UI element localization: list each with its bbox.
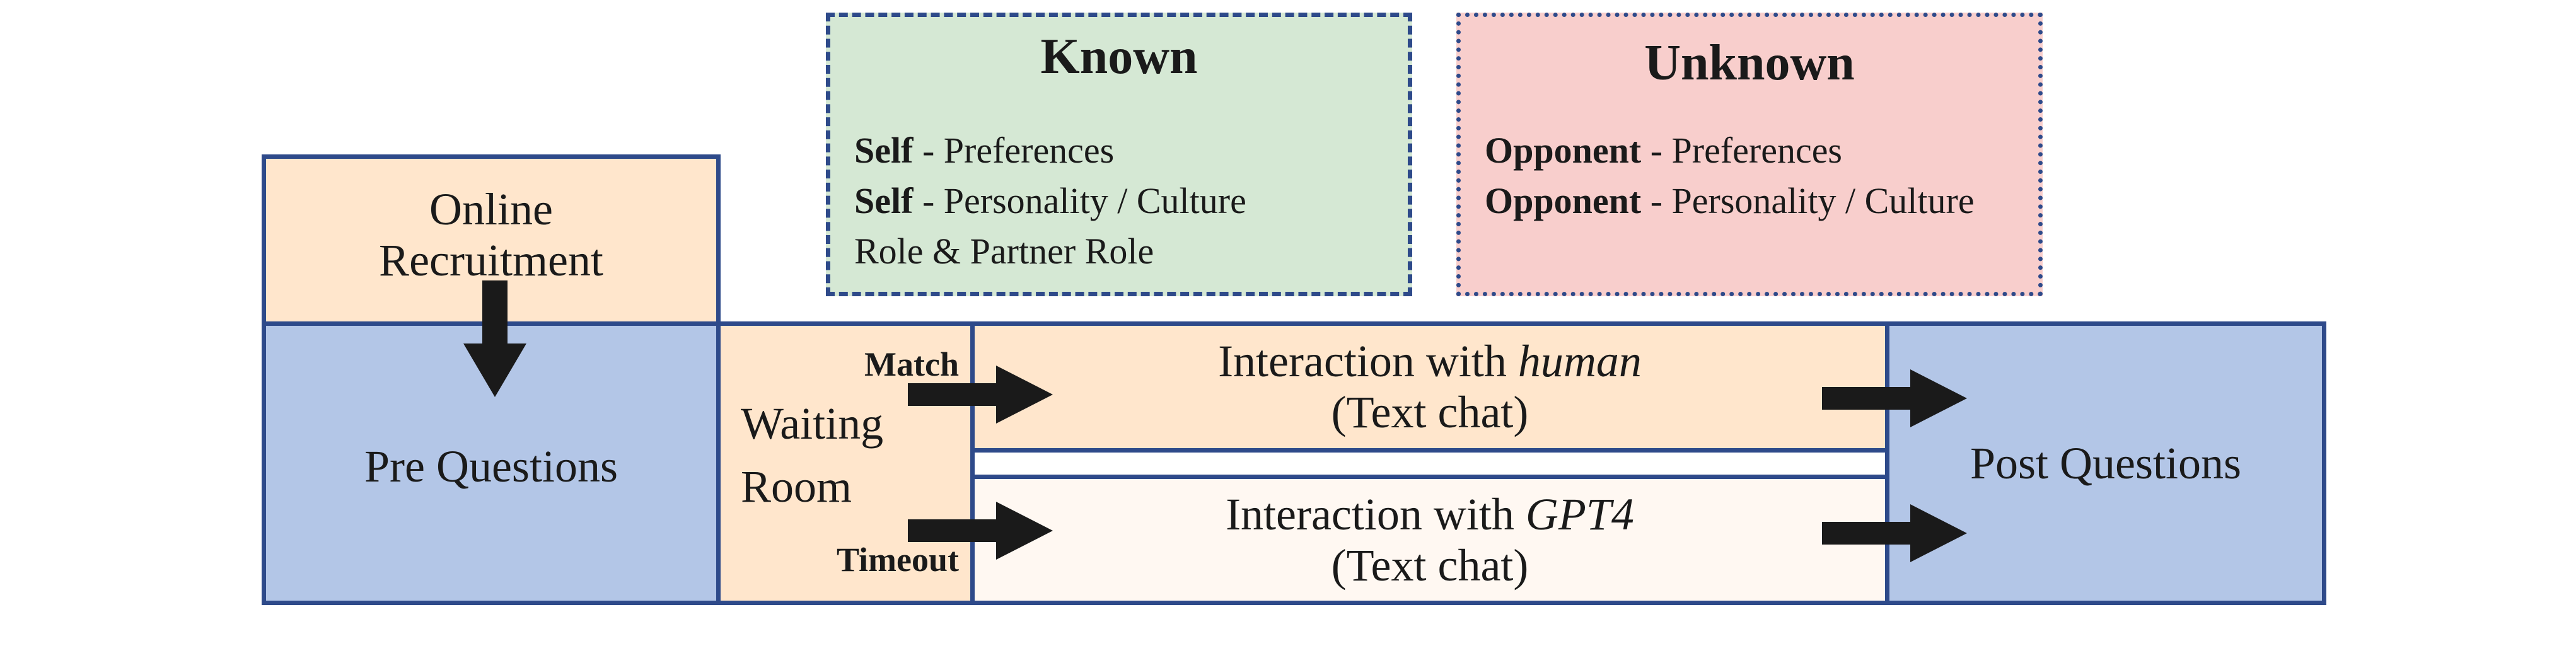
down-arrow-icon (463, 280, 526, 397)
waiting-room-line2: Room (741, 461, 852, 512)
unknown-line-opponent-preferences: Opponent - Preferences (1485, 130, 1843, 171)
online-recruitment-line2: Recruitment (379, 234, 603, 286)
right-arrow-icon (1822, 369, 1967, 427)
match-label: Match (864, 345, 959, 383)
waiting-room-line1: Waiting (741, 398, 884, 449)
timeout-label: Timeout (836, 541, 959, 579)
known-line-roles: Role & Partner Role (854, 231, 1154, 272)
post-questions-label: Post Questions (1970, 437, 2242, 488)
known-title: Known (1040, 29, 1198, 84)
post-questions-box: Post Questions (1885, 321, 2326, 605)
interaction-human-title: Interaction with human (1218, 336, 1642, 387)
unknown-info-panel: Unknown Opponent - Preferences Opponent … (1456, 13, 2043, 296)
right-arrow-icon (908, 366, 1053, 424)
known-info-panel: Known Self - Preferences Self - Personal… (826, 13, 1412, 296)
waiting-room-box: Match Waiting Room Timeout (716, 321, 975, 605)
known-line-self-preferences: Self - Preferences (854, 130, 1115, 171)
interaction-gpt-title: Interaction with GPT4 (1226, 488, 1634, 540)
known-line-self-personality: Self - Personality / Culture (854, 180, 1246, 221)
interaction-human-mode: (Text chat) (1331, 387, 1529, 437)
right-arrow-icon (1822, 504, 1967, 562)
unknown-title: Unknown (1644, 35, 1855, 91)
unknown-line-opponent-personality: Opponent - Personality / Culture (1485, 180, 1975, 221)
right-arrow-icon (908, 502, 1053, 560)
interaction-gpt-mode: (Text chat) (1331, 540, 1529, 591)
interaction-gpt-box: Interaction with GPT4 (Text chat) (970, 475, 1889, 605)
interaction-human-box: Interaction with human (Text chat) (970, 321, 1889, 453)
online-recruitment-line1: Online (429, 184, 553, 234)
pre-questions-label: Pre Questions (364, 441, 618, 492)
